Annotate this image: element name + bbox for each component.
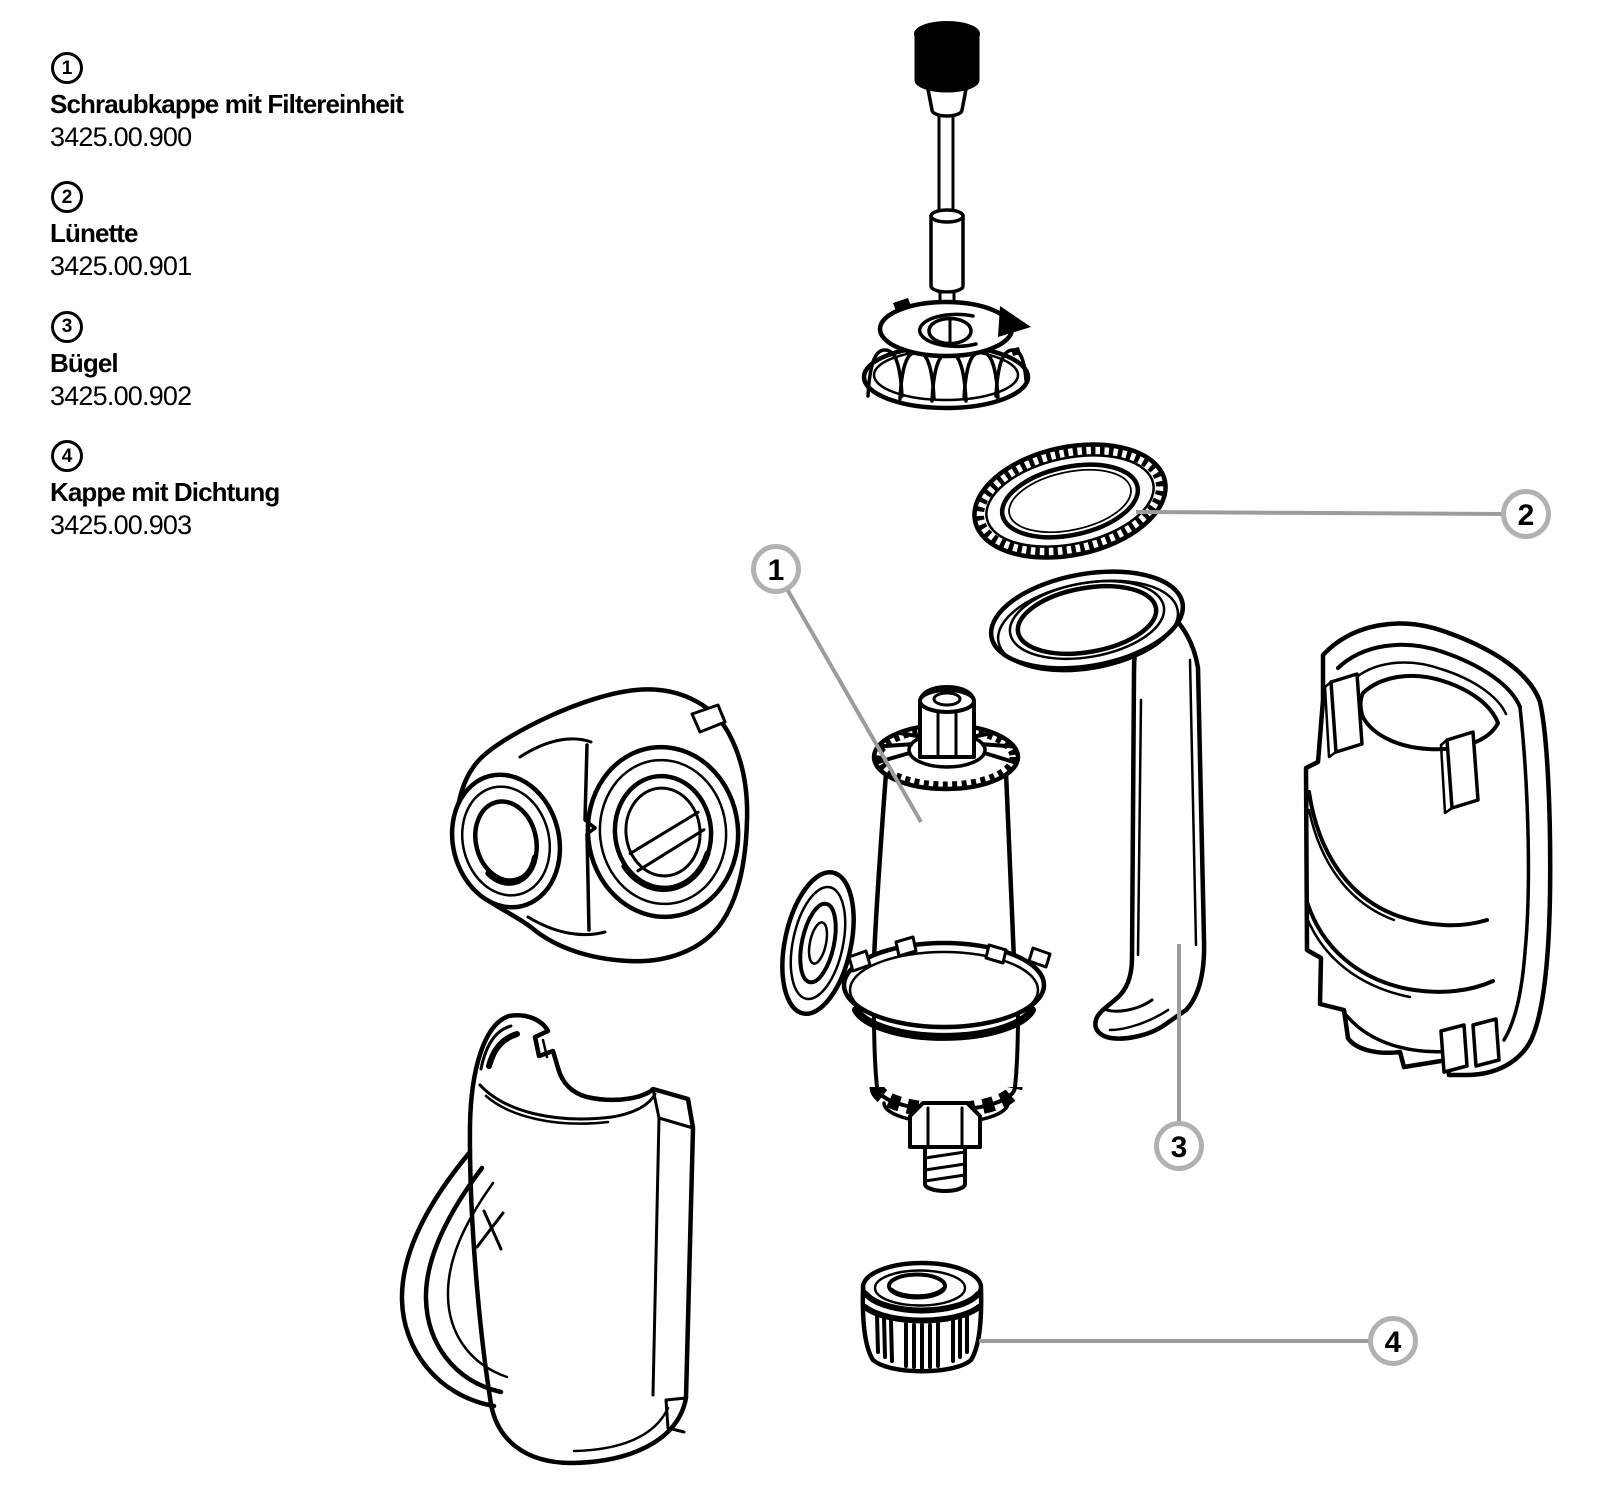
mounting-ring [841,935,1052,1030]
cap-ribs [875,1313,969,1370]
part-number: 3 [61,316,73,338]
cap-rib-details [882,1316,962,1369]
side-port [780,869,856,1017]
part-code: 3425.00.902 [50,380,192,411]
callout-3: 3 [1154,1121,1204,1171]
part-name: Kappe mit Dichtung [50,477,280,508]
callout-circle [1368,1316,1418,1366]
callout-circle [1501,489,1551,539]
valve-housing-part [449,687,750,964]
part-number-badge: 2 [51,181,83,214]
callout-4: 4 [1368,1316,1418,1366]
callout-circle [751,544,801,594]
leader-line-1 [785,588,923,823]
lunette-ring-part [972,442,1168,560]
callout-1: 1 [751,544,801,594]
part-number-badge: 1 [51,52,83,84]
callout-circle [1154,1121,1204,1171]
part-name: Lünette [50,218,138,249]
callout-number: 1 [768,554,785,587]
part-number: 4 [61,445,73,467]
filter-cartridge-part [780,685,1052,1193]
screw-cap-part [861,298,1031,411]
parts-list-item: 4 Kappe mit Dichtung 3425.00.903 [50,440,403,540]
part-name: Bügel [50,347,119,378]
parts-list: 1 Schraubkappe mit Filtereinheit 3425.00… [50,52,404,569]
sealing-cap-part [860,1260,984,1374]
part-code: 3425.00.901 [50,251,192,282]
callout-number: 4 [1385,1326,1402,1359]
part-number: 2 [61,186,73,208]
part-code: 3425.00.903 [50,510,192,541]
cover-handle-loop [399,1149,509,1409]
part-name: Schraubkappe mit Filtereinheit [50,89,404,119]
stem-knob [914,21,980,93]
part-number: 1 [61,57,73,79]
bracket-part [988,569,1207,1041]
callout-number: 2 [1518,499,1535,532]
valve-stem-part [914,21,980,308]
parts-list-item: 1 Schraubkappe mit Filtereinheit 3425.00… [50,52,404,153]
cartridge-hex-top [918,685,976,759]
part-number-badge: 3 [51,310,83,343]
part-code: 3425.00.900 [50,122,192,153]
parts-list-item: 2 Lünette 3425.00.901 [50,181,403,281]
callout-number: 3 [1171,1131,1188,1164]
leader-line-2 [1135,510,1504,516]
housing-cutaway-part [1303,621,1553,1078]
callout-2: 2 [1501,489,1551,539]
part-number-badge: 4 [51,440,83,473]
parts-list-item: 3 Bügel 3425.00.902 [50,310,403,411]
cover-shell-part [399,1013,696,1466]
hose-barb [923,1145,967,1193]
outlet-nut [908,1101,982,1149]
